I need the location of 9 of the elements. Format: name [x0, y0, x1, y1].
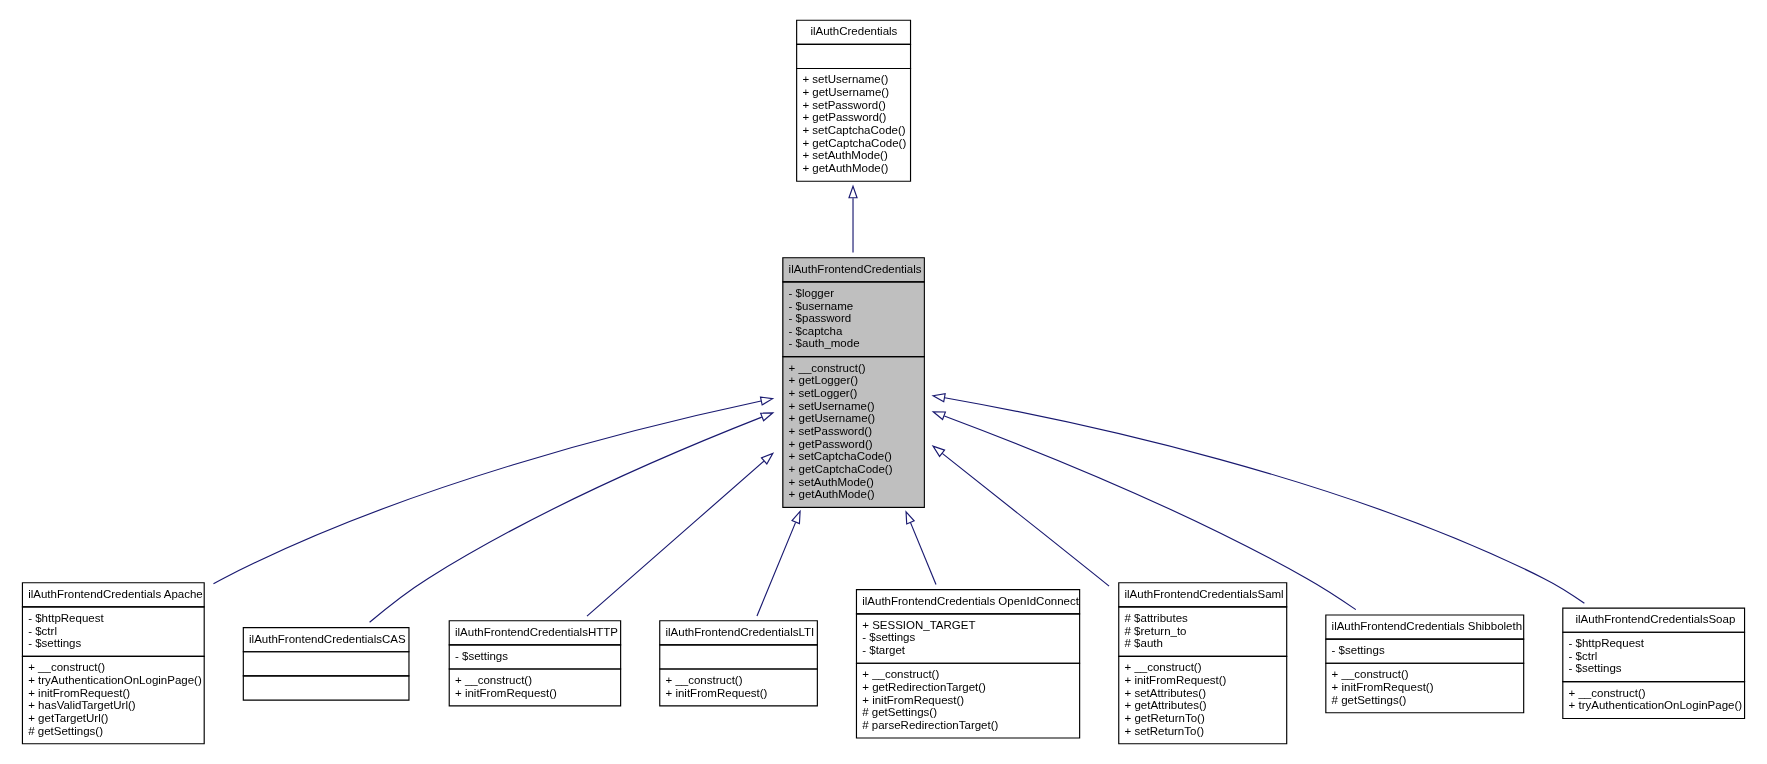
arrow	[931, 411, 1357, 611]
arrow	[931, 393, 1585, 604]
arrow	[905, 510, 937, 585]
arrow	[212, 396, 775, 585]
arrow	[369, 412, 775, 623]
arrow	[931, 445, 1110, 587]
arrow	[756, 509, 801, 617]
arrow	[848, 184, 858, 253]
arrow	[586, 452, 775, 617]
